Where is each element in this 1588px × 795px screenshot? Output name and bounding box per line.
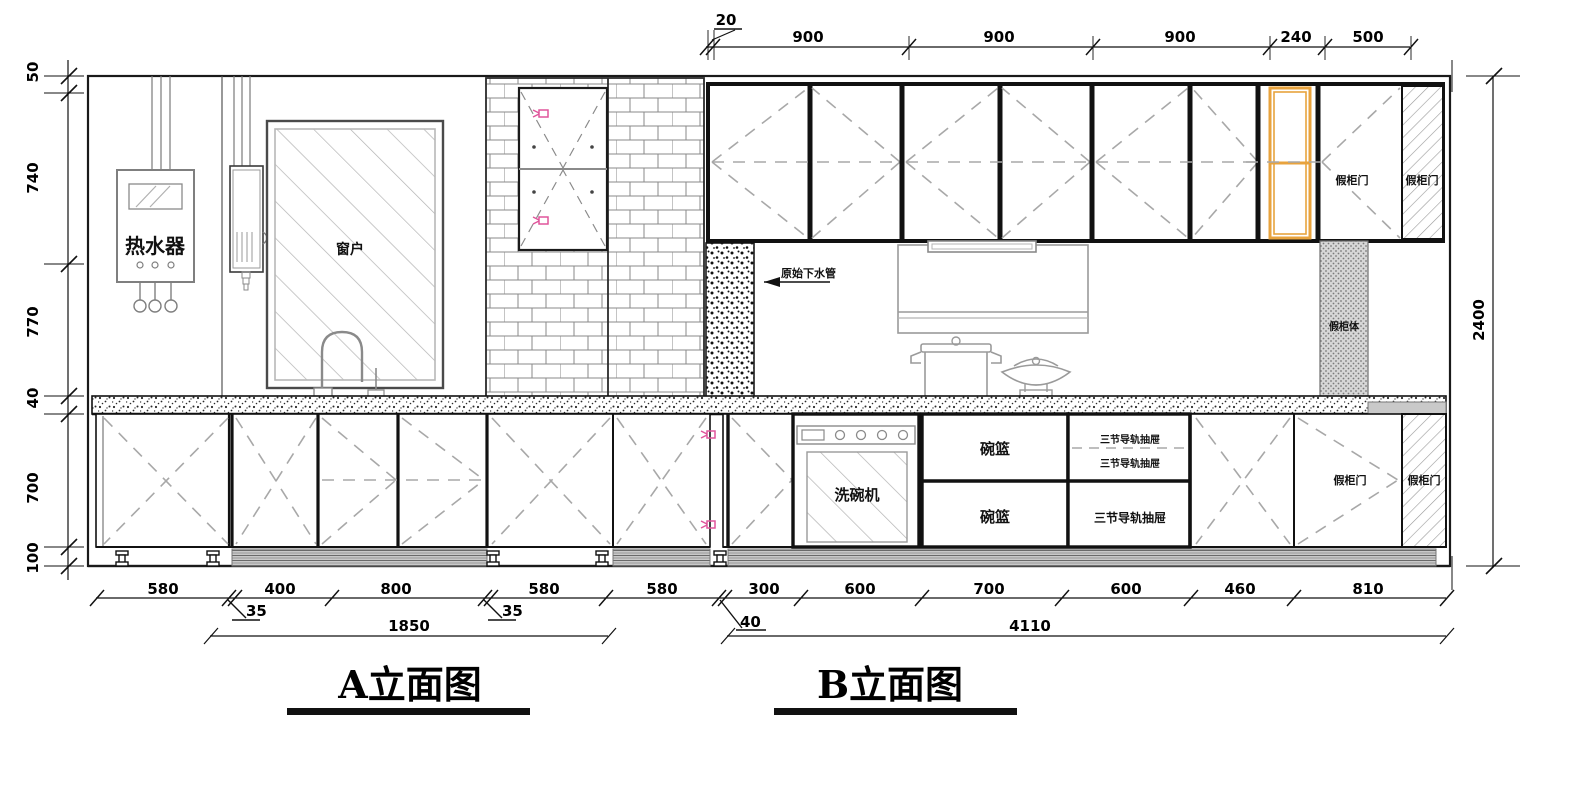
- pipe-note-label: 原始下水管: [781, 266, 836, 280]
- dim-total-b: 4110: [1009, 617, 1051, 635]
- fake-door-label-1: 假柜门: [1336, 173, 1369, 187]
- dim-leader-35a: 35: [246, 602, 267, 620]
- base-cabinet-b-plain[interactable]: [1188, 414, 1295, 547]
- wall-cabinet-small: [517, 86, 609, 252]
- dishwasher-label: 洗碗机: [834, 486, 879, 504]
- dim-bot-a2: 800: [380, 580, 411, 598]
- base-cabinet-a2[interactable]: [230, 414, 489, 547]
- upper-cabinet-2[interactable]: [899, 86, 1091, 239]
- hinge-marker-icon: [700, 430, 716, 529]
- base-cabinet-drawers[interactable]: 三节导轨抽屉 三节导轨抽屉 三节导轨抽屉: [1066, 412, 1192, 549]
- dim-left-2: 770: [24, 306, 42, 337]
- dim-leader-40: 40: [740, 613, 761, 631]
- upper-cabinet-fake-doors[interactable]: 假柜门 假柜门: [1246, 85, 1444, 240]
- base-cabinets-a: [95, 413, 716, 567]
- dimension-leader-labels: 35 35 40: [246, 602, 761, 631]
- toe-kick-b: [713, 546, 1446, 567]
- dim-bot-b3: 600: [1110, 580, 1141, 598]
- fake-door-label-2: 假柜门: [1406, 173, 1439, 187]
- drawer-rail-label-1: 三节导轨抽屉: [1100, 433, 1160, 446]
- dim-left-5: 100: [24, 542, 42, 573]
- base-cabinet-a1[interactable]: [102, 414, 231, 547]
- upper-cabinets-b: 假柜门 假柜门: [706, 82, 1445, 243]
- range-hood: [897, 240, 1089, 334]
- dimension-bottom-labels: 580 400 800 580 580 300 600 700 600 460 …: [147, 580, 1383, 598]
- dishwasher[interactable]: 洗碗机: [791, 412, 921, 549]
- dim-bot-a1: 400: [264, 580, 295, 598]
- dim-top-3: 900: [1164, 28, 1195, 46]
- dim-bot-b1: 600: [844, 580, 875, 598]
- base-cabinet-a4[interactable]: [616, 417, 716, 545]
- dish-basket-label-1: 碗篮: [980, 440, 1010, 458]
- water-heater-pipes: [151, 76, 171, 172]
- cabinet-leg-icon: [713, 550, 727, 567]
- title-a-group: A立面图: [287, 662, 530, 715]
- dimension-left-labels: 50 740 770 40 700 100: [24, 62, 42, 574]
- drawer-rail-label-3: 三节导轨抽屉: [1094, 510, 1166, 525]
- drain-pipe: [705, 242, 755, 401]
- dimension-top-labels: 20 900 900 900 240 500: [716, 11, 1384, 46]
- dim-left-4: 700: [24, 472, 42, 503]
- wok-icon: [1000, 356, 1072, 397]
- base-cabinet-baskets[interactable]: 碗篮 碗篮: [920, 412, 1070, 549]
- title-b: B立面图: [817, 662, 963, 707]
- dim-top-5: 500: [1352, 28, 1383, 46]
- dim-left-3: 40: [24, 388, 42, 409]
- cabinet-leg-icon: [115, 550, 609, 567]
- dimension-bottom-chain: [89, 589, 1455, 607]
- window: 窗户: [265, 119, 445, 390]
- dim-total-a: 1850: [388, 617, 430, 635]
- toe-kick-a: [96, 546, 711, 567]
- upper-cabinet-orange[interactable]: [1255, 86, 1321, 240]
- base-cabinets-b: 洗碗机 碗篮 碗篮 三节导轨抽屉 三节导轨抽屉 三节导轨抽屉: [713, 412, 1447, 567]
- upper-cabinet-1[interactable]: [711, 86, 901, 239]
- dim-bot-a3: 580: [528, 580, 559, 598]
- window-label: 窗户: [336, 241, 364, 258]
- title-b-group: B立面图: [774, 662, 1017, 715]
- dim-bot-b5: 810: [1352, 580, 1383, 598]
- dim-bot-b2: 700: [973, 580, 1004, 598]
- gas-meter-unit: [229, 76, 268, 291]
- title-a: A立面图: [337, 662, 481, 707]
- dim-right-total: 2400: [1470, 299, 1488, 341]
- countertop: [91, 395, 1447, 416]
- dim-left-0: 50: [24, 62, 42, 83]
- elevation-a-wall: 热水器 窗户: [116, 76, 445, 400]
- water-heater-label: 热水器: [125, 234, 186, 258]
- dim-top-1: 900: [792, 28, 823, 46]
- dim-top-2: 900: [983, 28, 1014, 46]
- dim-bot-a0: 580: [147, 580, 178, 598]
- fake-door-label-4: 假柜门: [1408, 473, 1441, 487]
- dim-bot-b0: 300: [748, 580, 779, 598]
- dim-bot-b4: 460: [1224, 580, 1255, 598]
- base-cabinet-a3[interactable]: [491, 414, 614, 547]
- dim-top-4: 240: [1280, 28, 1311, 46]
- drawer-rail-label-2: 三节导轨抽屉: [1100, 457, 1160, 470]
- dish-basket-label-2: 碗篮: [980, 508, 1010, 526]
- base-cabinet-fake-doors[interactable]: 假柜门 假柜门: [1297, 413, 1447, 548]
- dimension-left-vertical: [44, 60, 84, 580]
- dim-leader-35b: 35: [502, 602, 523, 620]
- pot-icon: [910, 336, 1002, 404]
- fake-panel-column: 假柜体: [1319, 240, 1369, 406]
- water-heater: 热水器: [116, 169, 195, 313]
- pipe-note-leader: 原始下水管: [764, 266, 836, 287]
- base-cabinet-b-filler[interactable]: [726, 414, 793, 547]
- dim-top-20: 20: [716, 11, 737, 29]
- dimension-totals: [203, 627, 1455, 645]
- dimension-leaders-small: [227, 599, 766, 631]
- dimension-right-vertical: [1451, 60, 1520, 590]
- dimension-top: [699, 28, 1419, 60]
- hinge-marker-icon: [532, 109, 549, 225]
- fake-door-label-3: 假柜门: [1334, 473, 1367, 487]
- dim-bot-a4: 580: [646, 580, 677, 598]
- dim-left-1: 740: [24, 162, 42, 193]
- fake-panel-label: 假柜体: [1329, 320, 1360, 333]
- upper-cabinet-3[interactable]: [1089, 86, 1259, 239]
